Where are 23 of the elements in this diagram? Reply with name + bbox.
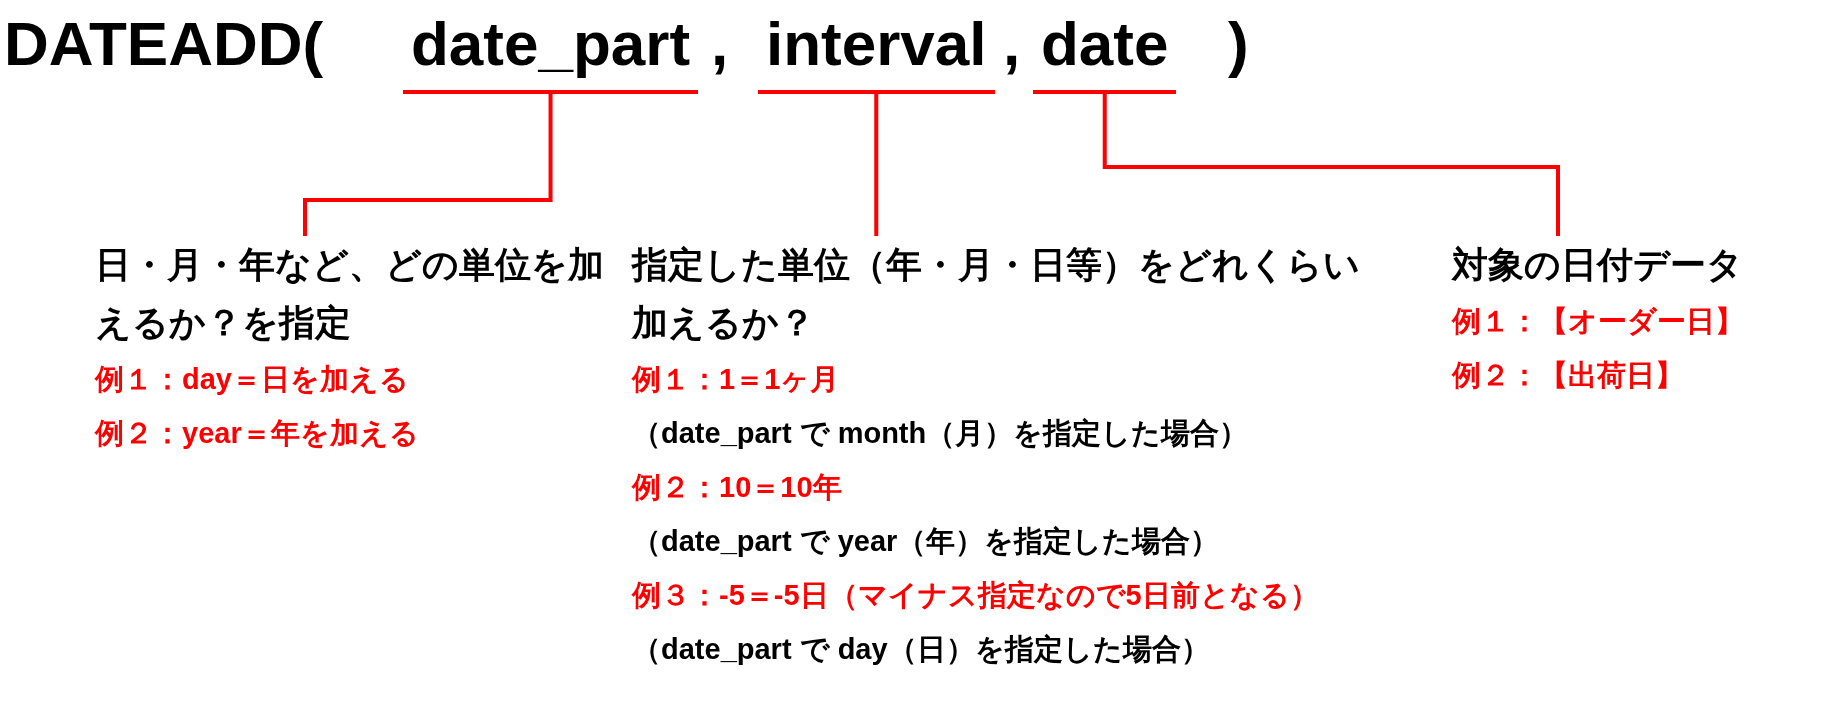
- note-text: （date_part で day（日）を指定した場合）: [632, 632, 1211, 667]
- punctuation: ): [1228, 8, 1249, 80]
- function-name: DATEADD(: [4, 8, 324, 80]
- example-text: 例３：-5＝-5日（マイナス指定なので5日前となる）: [632, 578, 1320, 613]
- example-text: 例２：10＝10年: [632, 470, 843, 505]
- note-text: （date_part で year（年）を指定した場合）: [632, 524, 1221, 559]
- punctuation: ,: [1003, 8, 1021, 80]
- description-text: 指定した単位（年・月・日等）をどれくらい加えるか？: [632, 243, 1361, 345]
- underlined-parameter: date: [1033, 8, 1177, 94]
- underlined-parameter: interval: [758, 8, 995, 94]
- example-text: 例２：year＝年を加える: [95, 416, 420, 451]
- description-text: 対象の日付データ: [1452, 243, 1744, 287]
- description-text: 日・月・年など、どの単位を加えるか？を指定: [95, 243, 605, 345]
- underlined-parameter: date_part: [403, 8, 699, 94]
- example-text: 例１：1＝1ヶ月: [632, 362, 841, 397]
- leader-line: [303, 94, 553, 236]
- leader-line: [1102, 94, 1560, 236]
- example-text: 例２：【出荷日】: [1452, 358, 1685, 393]
- note-text: （date_part で month（月）を指定した場合）: [632, 416, 1250, 451]
- example-text: 例１：day＝日を加える: [95, 362, 410, 397]
- example-text: 例１：【オーダー日】: [1452, 304, 1745, 339]
- leader-line: [874, 94, 879, 236]
- punctuation: ,: [711, 8, 729, 80]
